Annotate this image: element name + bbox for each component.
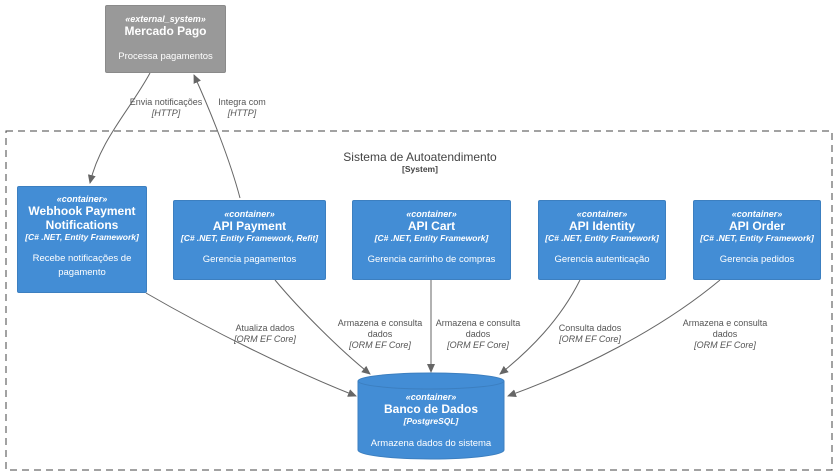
label-payment-db: Armazena e consulta dados [ORM EF Core] — [337, 318, 423, 350]
order-tech: [C# .NET, Entity Framework] — [700, 233, 814, 243]
label-identity-db: Consulta dados [ORM EF Core] — [558, 323, 622, 344]
webhook-stereotype: «container» — [56, 194, 108, 204]
database-cylinder-icon — [357, 372, 505, 460]
cart-tech: [C# .NET, Entity Framework] — [374, 233, 489, 243]
label-cart-db: Armazena e consulta dados [ORM EF Core] — [435, 318, 521, 350]
payment-desc: Gerencia pagamentos — [202, 254, 297, 265]
edge-identity-db — [499, 279, 581, 375]
cart-name: API Cart — [407, 219, 456, 233]
identity-tech: [C# .NET, Entity Framework] — [545, 233, 659, 243]
container-api-order[interactable]: «container» API Order [C# .NET, Entity F… — [693, 200, 821, 280]
label-integra-com: Integra com [HTTP] — [218, 97, 266, 118]
external-description: Processa pagamentos — [118, 51, 213, 62]
webhook-desc-line1: Recebe notificações de — [32, 253, 132, 264]
external-system-mercado-pago[interactable]: «external_system» Mercado Pago Processa … — [105, 5, 226, 73]
container-database[interactable]: «container» Banco de Dados [PostgreSQL] … — [357, 372, 505, 460]
system-boundary — [5, 130, 833, 471]
container-api-payment[interactable]: «container» API Payment [C# .NET, Entity… — [173, 200, 326, 280]
payment-tech: [C# .NET, Entity Framework, Refit] — [180, 233, 319, 243]
edge-atualiza-dados — [145, 292, 357, 397]
cart-desc: Gerencia carrinho de compras — [367, 254, 496, 265]
identity-desc: Gerencia autenticação — [554, 254, 650, 265]
webhook-tech: [C# .NET, Entity Framework] — [25, 232, 139, 242]
label-order-db: Armazena e consulta dados [ORM EF Core] — [682, 318, 768, 350]
edge-payment-db — [274, 279, 371, 375]
system-title: Sistema de Autoatendimento — [343, 150, 497, 164]
order-stereotype: «container» — [731, 209, 783, 219]
external-name: Mercado Pago — [124, 24, 207, 38]
label-atualiza-dados: Atualiza dados [ORM EF Core] — [234, 323, 296, 344]
external-stereotype: «external_system» — [125, 14, 206, 24]
label-envia-notificacoes: Envia notificações [HTTP] — [129, 97, 203, 118]
webhook-name-line1: Webhook Payment — [28, 204, 136, 218]
payment-name: API Payment — [212, 219, 287, 233]
container-webhook-payment-notifications[interactable]: «container» Webhook Payment Notification… — [17, 186, 147, 293]
system-tag: [System] — [402, 164, 438, 174]
order-desc: Gerencia pedidos — [719, 254, 795, 265]
database-tech: [PostgreSQL] — [403, 416, 459, 426]
identity-stereotype: «container» — [576, 209, 628, 219]
cart-stereotype: «container» — [406, 209, 457, 219]
order-name: API Order — [728, 219, 785, 233]
edge-order-db — [507, 279, 721, 398]
database-desc: Armazena dados do sistema — [370, 438, 492, 449]
database-stereotype: «container» — [405, 392, 457, 402]
webhook-desc-line2: pagamento — [58, 267, 106, 278]
edge-envia-notificacoes — [87, 72, 151, 184]
container-api-identity[interactable]: «container» API Identity [C# .NET, Entit… — [538, 200, 666, 280]
database-name: Banco de Dados — [383, 402, 479, 416]
container-api-cart[interactable]: «container» API Cart [C# .NET, Entity Fr… — [352, 200, 511, 280]
edge-integra-com — [193, 74, 241, 199]
identity-name: API Identity — [568, 219, 635, 233]
payment-stereotype: «container» — [224, 209, 275, 219]
webhook-name-line2: Notifications — [45, 218, 119, 232]
